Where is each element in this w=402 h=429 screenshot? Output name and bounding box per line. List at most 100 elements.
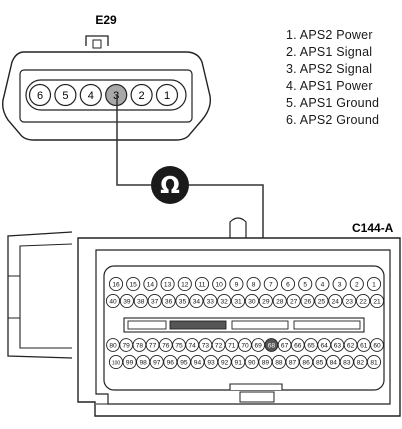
c144-pin-label-32: 32 <box>220 299 228 306</box>
legend-item: 6. APS2 Ground <box>286 113 380 127</box>
c144-pin-label-29: 29 <box>262 299 270 306</box>
c144-pin-label-94: 94 <box>194 360 202 367</box>
c144-pin-label-5: 5 <box>303 282 307 289</box>
c144-pin-39 <box>119 293 134 309</box>
c144-pin-label-97: 97 <box>153 360 161 367</box>
c144-pin-label-6: 6 <box>286 282 290 289</box>
c144-pin-1 <box>366 276 382 292</box>
c144-pin-30 <box>244 293 259 309</box>
c144-pin-label-26: 26 <box>304 299 312 306</box>
c144-pin-24 <box>328 293 343 309</box>
c144-pin-label-24: 24 <box>332 299 340 306</box>
c144-pin-label-65: 65 <box>307 343 315 350</box>
c144-pin-7 <box>263 276 278 292</box>
c144-pin-label-90: 90 <box>248 360 256 367</box>
c144-pin-31 <box>231 293 246 309</box>
c144-lever-outer <box>7 231 73 359</box>
c144-pin-label-30: 30 <box>248 299 256 306</box>
c144-pin-label-61: 61 <box>360 343 368 350</box>
c144-pin-38 <box>133 293 148 309</box>
c144-pin-label-71: 71 <box>228 343 236 350</box>
c144-pin-9 <box>229 276 244 292</box>
c144-pin-25 <box>314 293 329 309</box>
c144-pin-label-79: 79 <box>123 343 131 350</box>
c144-pin-label-33: 33 <box>207 299 215 306</box>
c144-pin-label-73: 73 <box>202 343 210 350</box>
c144-bottom-latch <box>229 383 283 390</box>
c144-pin-label-78: 78 <box>136 343 144 350</box>
c144-pin-label-8: 8 <box>252 282 256 289</box>
c144-pin-label-87: 87 <box>289 360 297 367</box>
c144-pin-label-25: 25 <box>318 299 326 306</box>
key-bar-seg-4 <box>293 320 361 330</box>
c144-pin-label-4: 4 <box>321 282 325 289</box>
c144-pin-label-2: 2 <box>355 282 359 289</box>
c144-pin-label-84: 84 <box>330 360 338 367</box>
ohmmeter: Ω <box>151 166 189 204</box>
c144-pin-16 <box>108 276 124 292</box>
connector-c144a-label: C144-A <box>352 221 394 235</box>
c144-pin-label-86: 86 <box>302 360 310 367</box>
c144-pin-12 <box>177 276 192 292</box>
c144-key-bar <box>123 317 365 333</box>
legend-item: 4. APS1 Power <box>286 79 373 93</box>
c144-pin-label-12: 12 <box>181 282 189 289</box>
c144-pin-label-77: 77 <box>149 343 157 350</box>
c144-pin-label-82: 82 <box>357 360 365 367</box>
c144-pin-label-98: 98 <box>139 360 147 367</box>
c144-pin-2 <box>349 276 364 292</box>
c144-pin-label-34: 34 <box>193 299 201 306</box>
c144-pin-label-40: 40 <box>109 299 117 306</box>
c144-pin-label-74: 74 <box>189 343 197 350</box>
c144-pin-60 <box>370 338 384 352</box>
e29-pin-label-1: 1 <box>164 90 170 102</box>
e29-pin-label-5: 5 <box>62 90 68 102</box>
c144-pin-label-99: 99 <box>126 360 134 367</box>
c144-pin-3 <box>332 276 347 292</box>
c144-pin-label-22: 22 <box>359 299 367 306</box>
key-bar-seg-1 <box>127 320 167 330</box>
c144-pin-11 <box>194 276 210 292</box>
c144-pin-label-31: 31 <box>234 299 242 306</box>
c144-pin-26 <box>300 293 315 309</box>
c144-pin-label-3: 3 <box>338 282 342 289</box>
e29-pin-label-3: 3 <box>113 90 119 102</box>
c144-pin-29 <box>258 293 273 309</box>
c144-pin-21 <box>369 293 385 309</box>
c144-pin-label-14: 14 <box>147 282 155 289</box>
e29-pin-label-6: 6 <box>37 90 43 102</box>
c144-pin-37 <box>147 293 162 309</box>
c144-pin-36 <box>161 293 176 309</box>
c144-pin-22 <box>356 293 371 309</box>
c144-pin-81 <box>366 354 382 370</box>
c144-pin-label-1: 1 <box>372 282 376 289</box>
c144-pin-27 <box>286 293 301 309</box>
c144-pin-6 <box>280 276 296 292</box>
c144-pin-15 <box>126 276 141 292</box>
c144-pin-label-68: 68 <box>268 343 276 350</box>
legend-item: 1. APS2 Power <box>286 28 373 42</box>
c144-pin-label-39: 39 <box>123 299 131 306</box>
e29-pin-1 <box>155 83 179 107</box>
c144-pin-13 <box>160 276 175 292</box>
c144-pin-40 <box>105 293 121 309</box>
c144-pin-10 <box>212 276 227 292</box>
e29-pin-4 <box>79 83 102 107</box>
c144-pin-label-89: 89 <box>262 360 270 367</box>
c144-pin-label-76: 76 <box>162 343 170 350</box>
c144-pin-label-69: 69 <box>255 343 263 350</box>
legend-item: 5. APS1 Ground <box>286 96 380 110</box>
c144-pin-label-28: 28 <box>276 299 284 306</box>
c144-bottom-slot <box>239 391 275 403</box>
ohmmeter-body <box>151 166 189 204</box>
legend-item: 3. APS2 Signal <box>286 62 373 76</box>
c144-pin-4 <box>315 276 330 292</box>
e29-pin-label-2: 2 <box>139 90 145 102</box>
c144-pin-14 <box>143 276 158 292</box>
pin-legend: 1. APS2 Power 2. APS1 Signal 3. APS2 Sig… <box>286 27 379 129</box>
key-bar-seg-3 <box>231 320 289 330</box>
c144-pin-8 <box>246 276 261 292</box>
c144-pin-label-66: 66 <box>294 343 302 350</box>
